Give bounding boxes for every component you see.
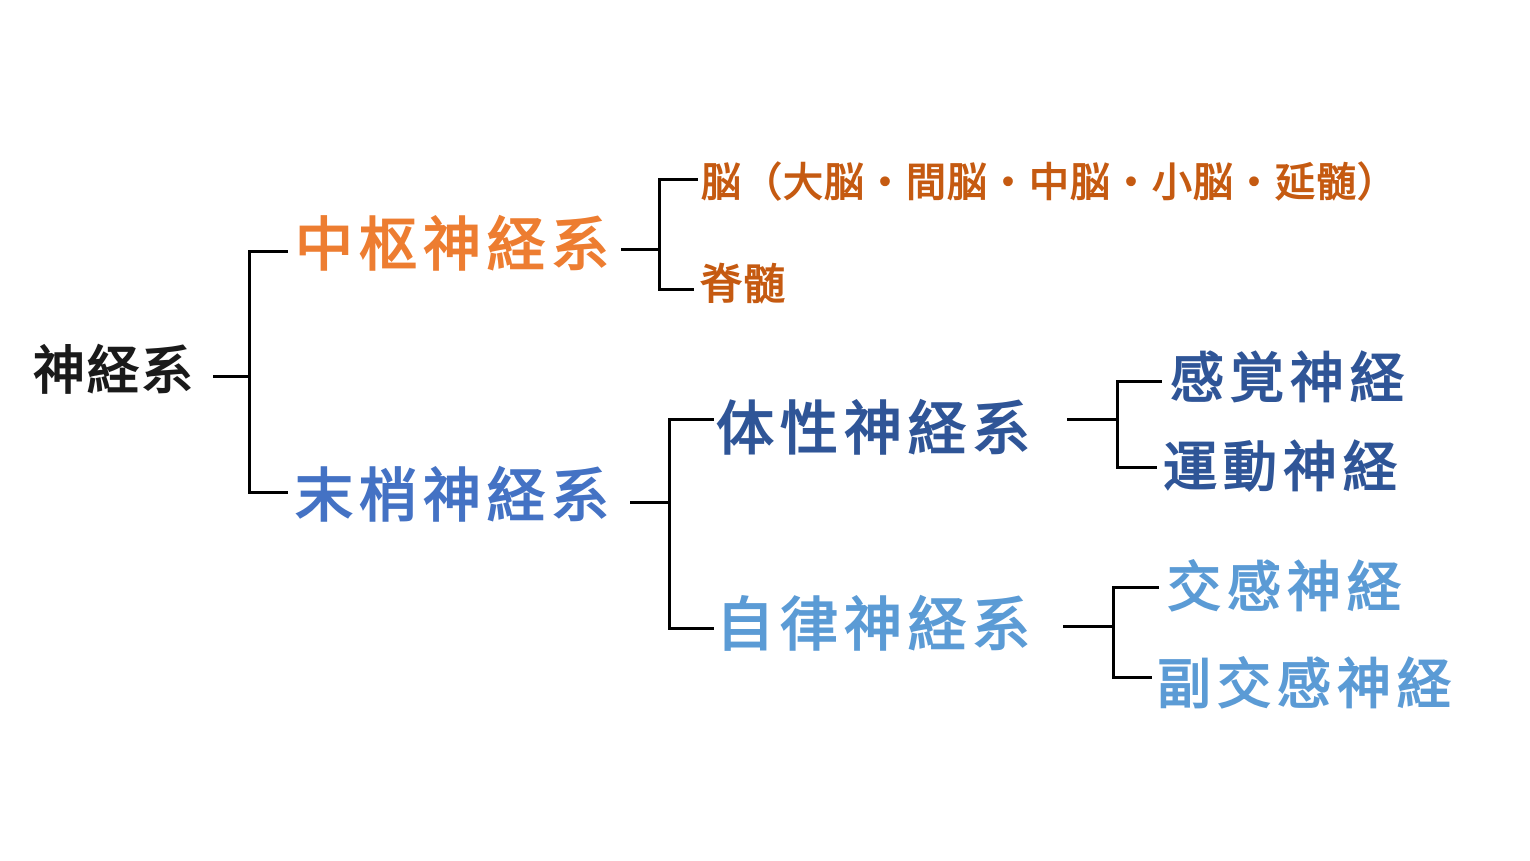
connector-to-spinal-cord: [658, 288, 694, 291]
connector-to-sympathetic: [1112, 586, 1159, 589]
connector-autonomic-stem: [1063, 625, 1115, 628]
connector-central-stem: [621, 248, 659, 251]
node-spinal-cord: 脊髄: [700, 260, 787, 309]
connector-to-sensory: [1116, 380, 1162, 383]
connector-somatic-bracket: [1116, 380, 1119, 469]
connector-to-parasympathetic: [1112, 676, 1152, 679]
connector-somatic-stem: [1067, 418, 1119, 421]
connector-root-bracket: [248, 250, 251, 494]
node-sympathetic-nerve: 交感神経: [1167, 556, 1407, 619]
node-somatic-nervous-system: 体性神経系: [716, 395, 1037, 463]
connector-to-central: [248, 250, 288, 253]
connector-autonomic-bracket: [1112, 586, 1115, 679]
node-central-nervous-system: 中枢神経系: [295, 211, 616, 279]
node-sensory-nerve: 感覚神経: [1170, 347, 1410, 410]
node-nervous-system: 神経系: [33, 342, 196, 402]
connector-to-autonomic: [668, 627, 714, 630]
connector-to-peripheral: [248, 491, 288, 494]
connector-to-motor: [1116, 466, 1157, 469]
node-motor-nerve: 運動神経: [1163, 436, 1403, 499]
connector-root-stem: [213, 375, 251, 378]
connector-peripheral-bracket: [668, 418, 671, 630]
node-brain: 脳（大脳・間脳・中脳・小脳・延髄）: [701, 160, 1398, 206]
connector-to-brain: [658, 178, 698, 181]
node-parasympathetic-nerve: 副交感神経: [1157, 653, 1457, 716]
connector-peripheral-stem: [630, 501, 670, 504]
node-peripheral-nervous-system: 末梢神経系: [295, 462, 616, 530]
node-autonomic-nervous-system: 自律神経系: [716, 591, 1037, 659]
connector-to-somatic: [668, 418, 714, 421]
connector-central-bracket: [658, 178, 661, 291]
